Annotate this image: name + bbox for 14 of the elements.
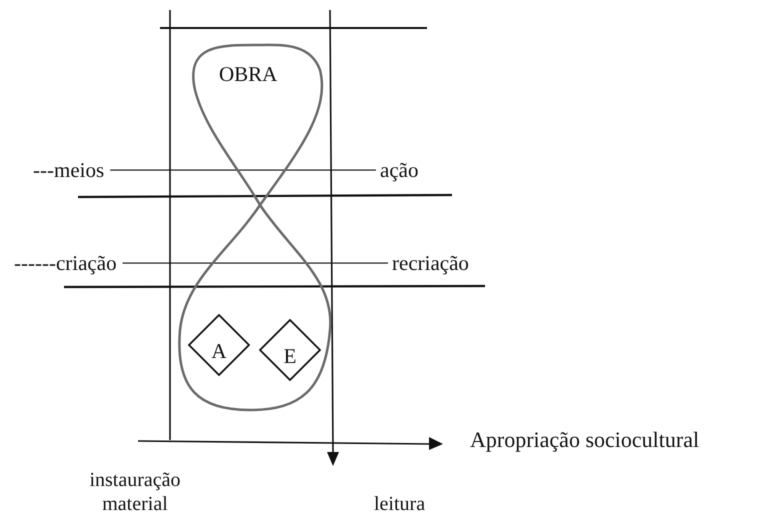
axis-term: ---meios <box>33 158 104 182</box>
diamond-shape <box>259 319 321 381</box>
diamond-letter: E <box>284 346 296 366</box>
diamond-letter: A <box>211 340 227 362</box>
axis-term: recriação <box>392 251 469 276</box>
connector-line <box>122 262 388 264</box>
axis-label: leitura <box>374 492 426 516</box>
axis-term: ação <box>380 158 418 182</box>
axis-term: ------criação <box>14 251 117 276</box>
diamond-shape <box>188 314 250 376</box>
axis-label: instauração material <box>88 468 182 516</box>
connector-line <box>110 169 376 171</box>
axis-label: Apropriação sociocultural <box>470 427 700 454</box>
node-title: OBRA <box>219 62 278 86</box>
